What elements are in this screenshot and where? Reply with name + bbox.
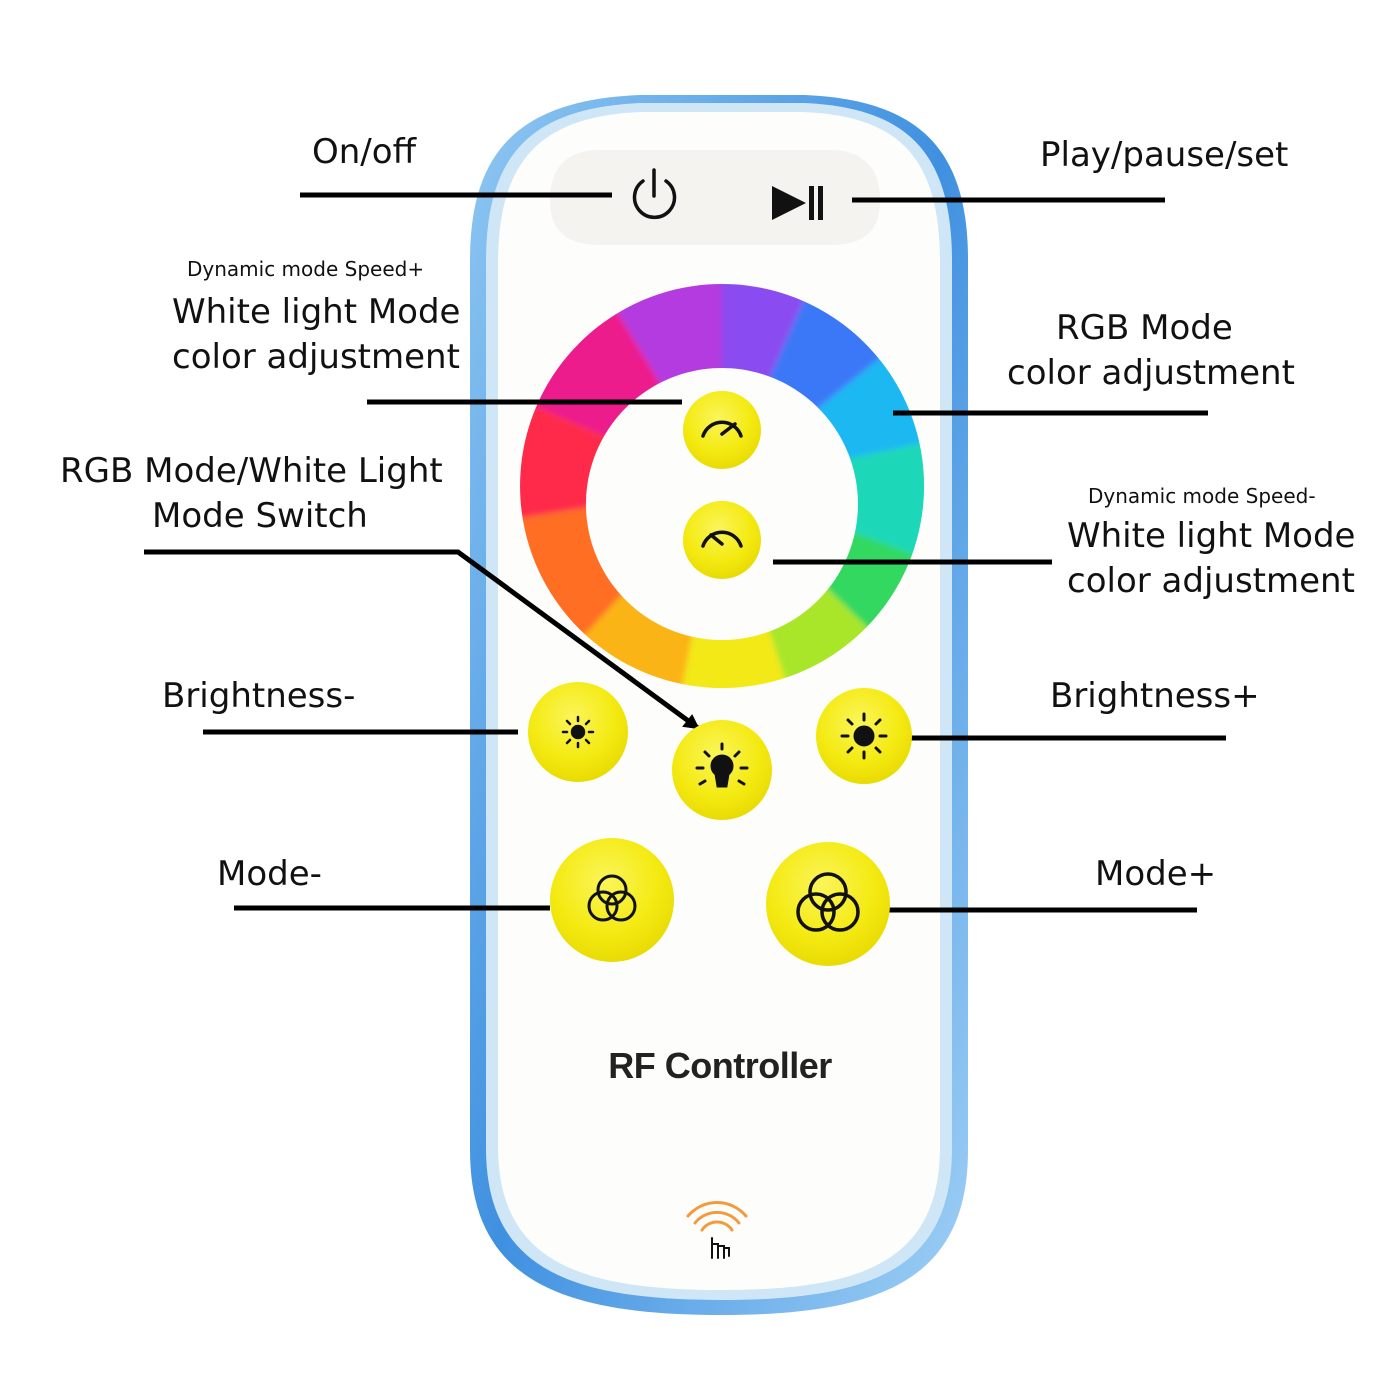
label-mode-minus: Mode- <box>217 854 322 894</box>
mode-plus-button[interactable] <box>766 842 890 966</box>
label-white-mode-2-line2: color adjustment <box>1067 561 1355 601</box>
label-mode-plus: Mode+ <box>1095 854 1217 894</box>
label-play-pause-set: Play/pause/set <box>1040 135 1289 175</box>
touch-signal-icon <box>686 1201 748 1259</box>
rgb-circles-icon <box>796 872 860 932</box>
speedometer-icon <box>701 530 743 548</box>
label-white-mode-2-line1: White light Mode <box>1067 516 1356 556</box>
label-brightness-minus: Brightness- <box>162 676 356 716</box>
sun-icon <box>561 715 595 749</box>
label-rgb-mode-line1: RGB Mode <box>1056 308 1233 348</box>
label-speed-minus-note: Dynamic mode Speed- <box>1088 484 1316 508</box>
lightbulb-icon <box>695 742 749 788</box>
brightness-plus-button[interactable] <box>816 688 912 784</box>
label-mode-switch-line1: RGB Mode/White Light <box>60 451 443 491</box>
label-mode-switch-line2: Mode Switch <box>152 496 368 536</box>
brightness-minus-button[interactable] <box>528 682 628 782</box>
leader-mode-switch <box>144 549 700 731</box>
label-brightness-plus: Brightness+ <box>1050 676 1260 716</box>
mode-switch-button[interactable] <box>672 720 772 820</box>
speed-plus-button[interactable] <box>683 391 761 469</box>
mode-minus-button[interactable] <box>550 838 674 962</box>
remote-brand-text: RF Controller <box>608 1045 832 1086</box>
speedometer-icon <box>701 420 743 438</box>
play-pause-icon <box>772 186 823 220</box>
rgb-circles-icon <box>587 874 637 922</box>
play-pause-button[interactable] <box>772 186 823 220</box>
leader-lines <box>144 192 1226 913</box>
speed-minus-button[interactable] <box>683 501 761 579</box>
power-icon <box>632 168 677 220</box>
power-button[interactable] <box>632 168 677 220</box>
label-on-off: On/off <box>312 132 416 172</box>
label-speed-plus-note: Dynamic mode Speed+ <box>187 257 425 281</box>
label-white-mode-1-line1: White light Mode <box>172 292 461 332</box>
label-white-mode-1-line2: color adjustment <box>172 337 460 377</box>
sun-icon <box>840 712 888 760</box>
label-rgb-mode-line2: color adjustment <box>1007 353 1295 393</box>
